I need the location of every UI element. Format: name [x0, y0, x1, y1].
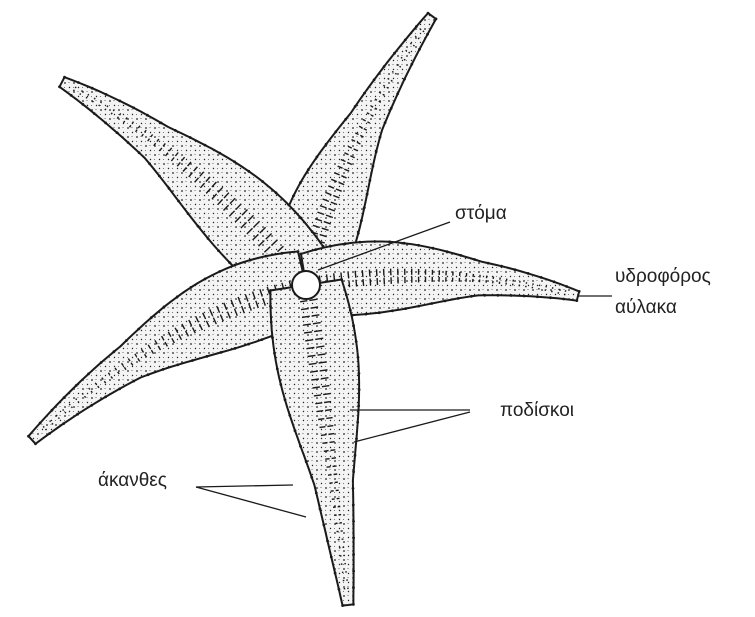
spines-leader-line-2: [196, 487, 306, 517]
arm-lower: [269, 278, 361, 607]
starfish-arms: [27, 12, 581, 607]
mouth-opening: [292, 271, 320, 299]
mouth-label: στόμα: [455, 203, 507, 225]
tube-feet-leader-line-2: [354, 412, 470, 442]
arm-lower-left: [27, 250, 315, 445]
spines-label: άκανθες: [98, 470, 167, 492]
tube-feet-label: ποδίσκοι: [500, 400, 574, 422]
water-groove-label-line1: υδροφόρος: [615, 266, 711, 288]
spines-leader-line-1: [196, 485, 293, 487]
water-groove-label-line2: αύλακα: [615, 297, 677, 319]
